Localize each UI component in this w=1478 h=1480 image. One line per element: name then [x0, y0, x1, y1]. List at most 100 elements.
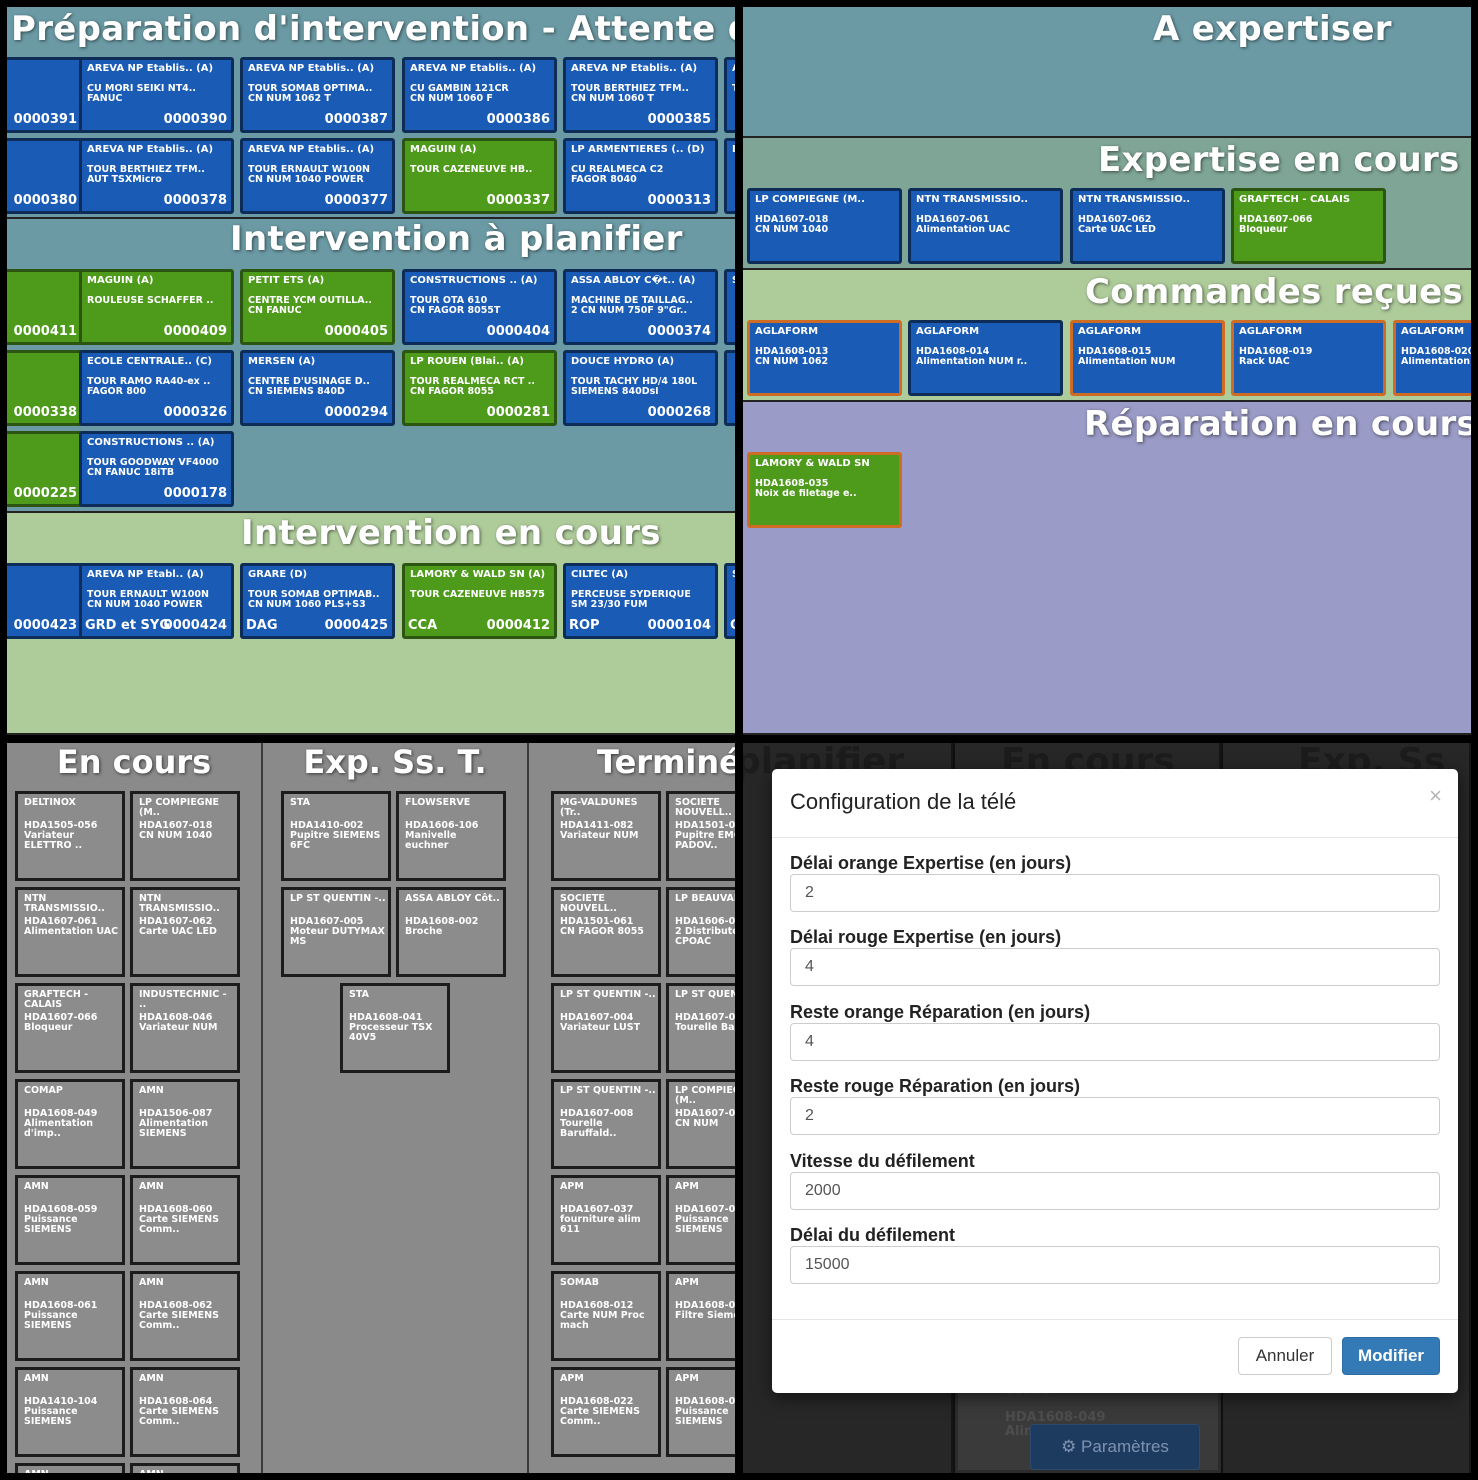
card[interactable]: LP ROUEN (Blai.. (A)TOUR REALMECA RCT ..…	[402, 350, 557, 426]
card[interactable]: lis.. (A)PTIMA..0 Dsl0000391	[7, 57, 84, 133]
card-line-1: CENTRE YCM OUTILLA..	[248, 296, 372, 306]
card[interactable]: AREVA NP Etablis.. (A)TOUR BERTHIEZ TFM.…	[79, 138, 234, 214]
card[interactable]: ASSA ABLOY C�t.. (A)MACHINE DE TAILLAG..…	[563, 269, 718, 345]
card[interactable]: L	[724, 138, 735, 214]
parametres-button[interactable]: ⚙ Paramètres	[1030, 1424, 1200, 1470]
card-line-1: CENTRE D'USINAGE D..	[248, 377, 370, 387]
card-line-1: HDA1607-018	[755, 215, 829, 225]
card[interactable]: SC	[724, 563, 735, 639]
card[interactable]: AT	[724, 57, 735, 133]
card[interactable]: ECOLE CENTRALE.. (C)TOUR RAMO RA40-ex ..…	[79, 350, 234, 426]
card[interactable]	[724, 350, 735, 426]
card[interactable]: T FREMAT0000225	[7, 431, 84, 507]
card[interactable]: S	[724, 269, 735, 345]
card-line-1: TOUR REALMECA RCT ..	[410, 377, 535, 387]
card-line-2: 0 Dsl	[7, 94, 79, 104]
card-client: CILTEC (A)	[571, 569, 629, 580]
modify-button[interactable]: Modifier	[1342, 1337, 1440, 1375]
repair-desc: Puissance SIEMENS	[24, 1310, 78, 1331]
card[interactable]: AREVA NP Etablis.. (A)TOUR ERNAULT W100N…	[240, 138, 395, 214]
card[interactable]: AREVA NP Etablis.. (A)TOUR BERTHIEZ TFM.…	[563, 57, 718, 133]
repair-card[interactable]: LP BEAUVAISHDA1606-0172 Distributeur CPO…	[666, 887, 735, 977]
card[interactable]: A)EST L..0000423	[7, 563, 84, 639]
repair-card[interactable]: LP ST QUENTINHDA1607-00Tourelle Baru	[666, 983, 735, 1073]
card[interactable]: GRARE (D)TOUR SOMAB OPTIMAB..CN NUM 1060…	[240, 563, 395, 639]
scroll-speed-input[interactable]	[790, 1172, 1440, 1210]
repair-card[interactable]: AMN	[130, 1463, 240, 1473]
card[interactable]: MAGUIN (A)TOUR CAZENEUVE HB..0000337	[402, 138, 557, 214]
card[interactable]: OTAN0000411	[7, 269, 84, 345]
card[interactable]: PETIT ETS (A)CENTRE YCM OUTILLA..CN FANU…	[240, 269, 395, 345]
repair-card[interactable]: SOCIETE NOUVELL..HDA1501-059Pupitre EMCO…	[666, 791, 735, 881]
red-expertise-input[interactable]	[790, 948, 1440, 986]
card-client: AGLAFORM	[1078, 326, 1142, 337]
repair-card[interactable]: AMN	[15, 1463, 125, 1473]
scroll-delay-input[interactable]	[790, 1246, 1440, 1284]
card[interactable]: AREVA NP Etablis.. (A)TOUR SOMAB OPTIMA.…	[240, 57, 395, 133]
repair-card[interactable]: LP COMPIEGNE (M..HDA1607-01CN NUM	[666, 1079, 735, 1169]
card-line-2: CN NUM 1062 T	[248, 94, 331, 104]
orange-expertise-input[interactable]	[790, 874, 1440, 912]
card-line-1: TOUR CAZENEUVE HB575	[410, 590, 545, 600]
orange-repair-input[interactable]	[790, 1023, 1440, 1061]
card[interactable]: lis.. (A)CARN ITNC..0000380	[7, 138, 84, 214]
card[interactable]: VE HB ..0000338	[7, 350, 84, 426]
card[interactable]: LAMORY & WALD SN (A)TOUR CAZENEUVE HB575…	[402, 563, 557, 639]
cancel-button[interactable]: Annuler	[1238, 1337, 1332, 1375]
card-client: AREVA NP Etabl.. (A)	[87, 569, 204, 580]
card[interactable]: MERSEN (A)CENTRE D'USINAGE D..CN SIEMENS…	[240, 350, 395, 426]
red-repair-input[interactable]	[790, 1097, 1440, 1135]
repair-desc: Puissance SIEMENS	[675, 1406, 729, 1427]
card[interactable]: AREVA NP Etablis.. (A)CU MORI SEIKI NT4.…	[79, 57, 234, 133]
close-icon[interactable]: ×	[1429, 783, 1442, 808]
card[interactable]: MAGUIN (A)ROULEUSE SCHAFFER ..0000409	[79, 269, 234, 345]
